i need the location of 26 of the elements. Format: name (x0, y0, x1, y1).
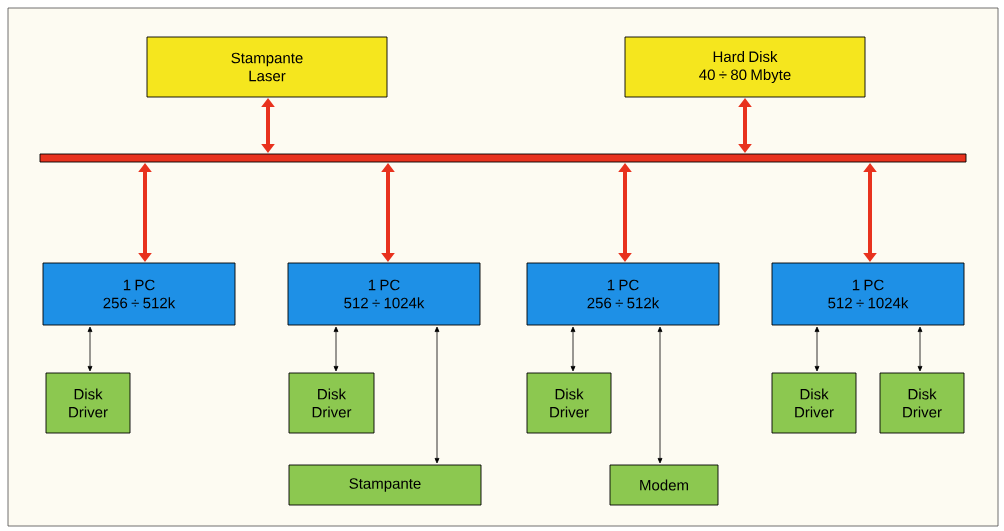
arrow (917, 326, 923, 372)
arrow (87, 326, 93, 372)
peripheral-box: Disk Driver (879, 372, 965, 434)
computer-box: 1 PC 512 ÷ 1024k (287, 262, 481, 326)
arrow (261, 98, 275, 153)
peripheral-box: Disk Driver (526, 372, 612, 434)
arrow (618, 163, 632, 262)
peripheral-box: Disk Driver (771, 372, 857, 434)
arrow (814, 326, 820, 372)
arrow (434, 326, 440, 464)
arrow (381, 163, 395, 262)
device-box: Hard Disk 40 ÷ 80 Mbyte (624, 36, 866, 98)
peripheral-box: Stampante (288, 464, 482, 506)
peripheral-box: Disk Driver (45, 372, 131, 434)
arrow (738, 98, 752, 153)
arrow (138, 163, 152, 262)
arrow (863, 163, 877, 262)
computer-box: 1 PC 256 ÷ 512k (526, 262, 720, 326)
arrow (657, 326, 663, 464)
computer-box: 1 PC 256 ÷ 512k (42, 262, 236, 326)
arrow (570, 326, 576, 372)
arrow (333, 326, 339, 372)
peripheral-box: Disk Driver (288, 372, 375, 434)
device-box: Stampante Laser (146, 36, 388, 98)
computer-box: 1 PC 512 ÷ 1024k (771, 262, 965, 326)
peripheral-box: Modem (609, 464, 719, 506)
